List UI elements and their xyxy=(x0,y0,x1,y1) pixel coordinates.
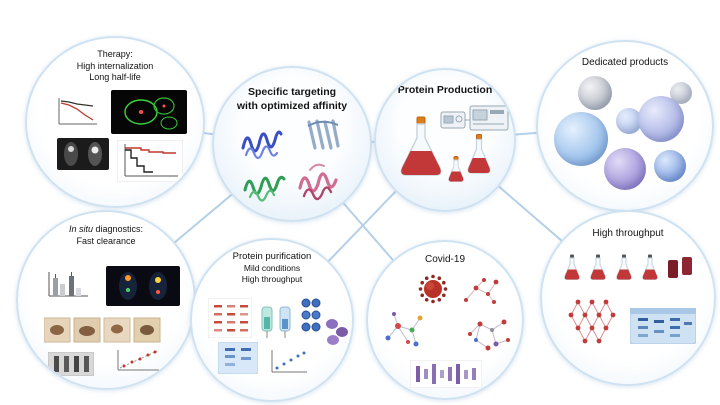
fluorescence-microscopy-thumb xyxy=(111,90,187,134)
purification-line2: High throughput xyxy=(241,274,303,285)
coronavirus-icon xyxy=(418,274,448,304)
flask-medium-icon xyxy=(467,134,491,174)
therapy-line2: Long half-life xyxy=(89,72,141,83)
particle-periwinkle-icon xyxy=(638,96,684,142)
covid-title: Covid-19 xyxy=(424,254,466,265)
particle-blue-small-icon xyxy=(654,150,686,182)
particle-gray-icon xyxy=(578,76,612,110)
covid-title-block: Covid-19 xyxy=(368,253,522,266)
mouse-imaging-thumb xyxy=(57,138,109,170)
flask-large-icon xyxy=(400,116,442,176)
node-protein-purification: Protein purification Mild conditions Hig… xyxy=(190,238,354,402)
insitu-title-rest: diagnostics: xyxy=(92,224,144,234)
throughput-title: High throughput xyxy=(592,228,664,239)
therapy-title-block: Therapy: High internalization Long half-… xyxy=(27,49,203,84)
targeting-line1: Specific targeting xyxy=(247,86,337,98)
flask-small-icon xyxy=(448,156,464,182)
particle-blue-large-icon xyxy=(554,112,608,166)
gel-lane-thumb xyxy=(48,352,94,376)
protein-ribbon-blue-icon xyxy=(241,130,283,160)
tube-rack-dots-icon xyxy=(301,298,321,332)
protein-barrel-gray-icon xyxy=(307,119,340,150)
molecular-network-red-icon xyxy=(464,278,499,304)
chromatography-columns-icon xyxy=(261,306,291,338)
particle-gray-small-icon xyxy=(670,82,692,104)
node-insitu-diagnostics: In situ diagnostics: Fast clearance xyxy=(16,210,196,390)
therapy-line1: High internalization xyxy=(76,60,154,71)
binding-line-chart-thumb xyxy=(58,98,97,125)
dedicated-title: Dedicated products xyxy=(581,57,669,68)
node-specific-targeting: Specific targeting with optimized affini… xyxy=(212,66,372,222)
production-title-block: Protein Production xyxy=(376,84,514,98)
insitu-title-block: In situ diagnostics: Fast clearance xyxy=(18,224,194,247)
production-title: Protein Production xyxy=(397,84,493,96)
particle-blue-medium-icon xyxy=(616,108,642,134)
clearance-plot-thumb xyxy=(117,350,159,371)
blot-photo-strip xyxy=(44,317,161,343)
node-high-throughput: High throughput xyxy=(540,210,716,386)
sample-lattice-icon xyxy=(568,299,616,344)
targeting-title-block: Specific targeting with optimized affini… xyxy=(214,86,370,113)
sds-page-gel-thumb xyxy=(630,308,696,344)
insitu-title-italic: In situ xyxy=(68,224,93,234)
purification-title-block: Protein purification Mild conditions Hig… xyxy=(192,251,352,285)
throughput-title-block: High throughput xyxy=(542,227,714,240)
particle-purple-icon xyxy=(604,148,646,190)
red-band-gel-thumb xyxy=(208,298,252,338)
protein-ribbon-green-icon xyxy=(243,175,286,202)
purification-line1: Mild conditions xyxy=(243,263,301,274)
interaction-network-icon xyxy=(468,319,510,351)
molecular-network-multicolor-icon xyxy=(385,312,423,347)
node-therapy: Therapy: High internalization Long half-… xyxy=(25,36,205,208)
pet-scan-thumb xyxy=(106,266,180,306)
survival-curve-thumb xyxy=(117,140,183,182)
node-protein-production: Protein Production xyxy=(374,68,516,212)
protein-blobs-purple-icon xyxy=(326,319,348,345)
node-dedicated-products: Dedicated products xyxy=(536,40,714,212)
dedicated-title-block: Dedicated products xyxy=(538,56,712,69)
insitu-line1: Fast clearance xyxy=(76,235,136,246)
blue-gel-thumb xyxy=(218,342,258,374)
insitu-title: In situ diagnostics: xyxy=(18,224,194,236)
protein-ribbon-pink-icon xyxy=(298,163,338,201)
targeting-line2: with optimized affinity xyxy=(236,99,348,112)
binding-scatter-thumb xyxy=(271,350,307,373)
therapy-title: Therapy: xyxy=(97,49,133,59)
western-blot-purple-thumb xyxy=(410,360,482,388)
bar-chart-thumb xyxy=(48,272,88,297)
purification-title: Protein purification xyxy=(232,251,312,262)
node-covid19: Covid-19 xyxy=(366,240,524,400)
flask-row-icon xyxy=(564,254,692,280)
bioreactor-equipment-sketch xyxy=(440,105,509,131)
